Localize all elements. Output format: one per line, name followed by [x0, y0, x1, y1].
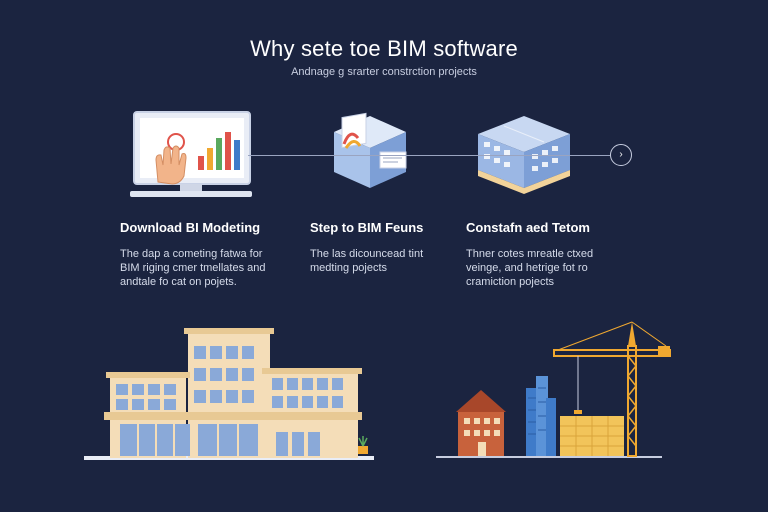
step-title: Constafn aed Tetom — [466, 220, 590, 235]
building-block-illustration — [478, 116, 570, 194]
step-bim-features: Step to BIM Feuns The las dicouncead tin… — [310, 220, 500, 275]
construction-site-illustration — [436, 321, 671, 458]
flow-connector-line — [248, 155, 610, 156]
office-building-illustration — [84, 328, 374, 460]
step-description: Thner cotes mreatle ctxed veinge, and he… — [466, 248, 594, 288]
step-title: Download BI Modeting — [120, 220, 261, 235]
document-cube-illustration — [334, 112, 407, 188]
page-subtitle: Andnage g srarter constrction projects — [291, 66, 477, 78]
step-title: Step to BIM Feuns — [310, 220, 424, 235]
step-download-bim: Download BI Modeting The dap a cometing … — [120, 220, 310, 289]
step-description: The las dicouncead tint medting pojects — [310, 248, 424, 274]
monitor-chart-illustration — [130, 111, 252, 197]
chevron-right-icon: › — [610, 144, 632, 166]
step-description: The dap a cometing fatwa for BIM riging … — [120, 248, 266, 288]
page-title: Why sete toe BIM software — [250, 36, 518, 61]
step-construction-team: Constafn aed Tetom Thner cotes mreatle c… — [466, 220, 656, 289]
